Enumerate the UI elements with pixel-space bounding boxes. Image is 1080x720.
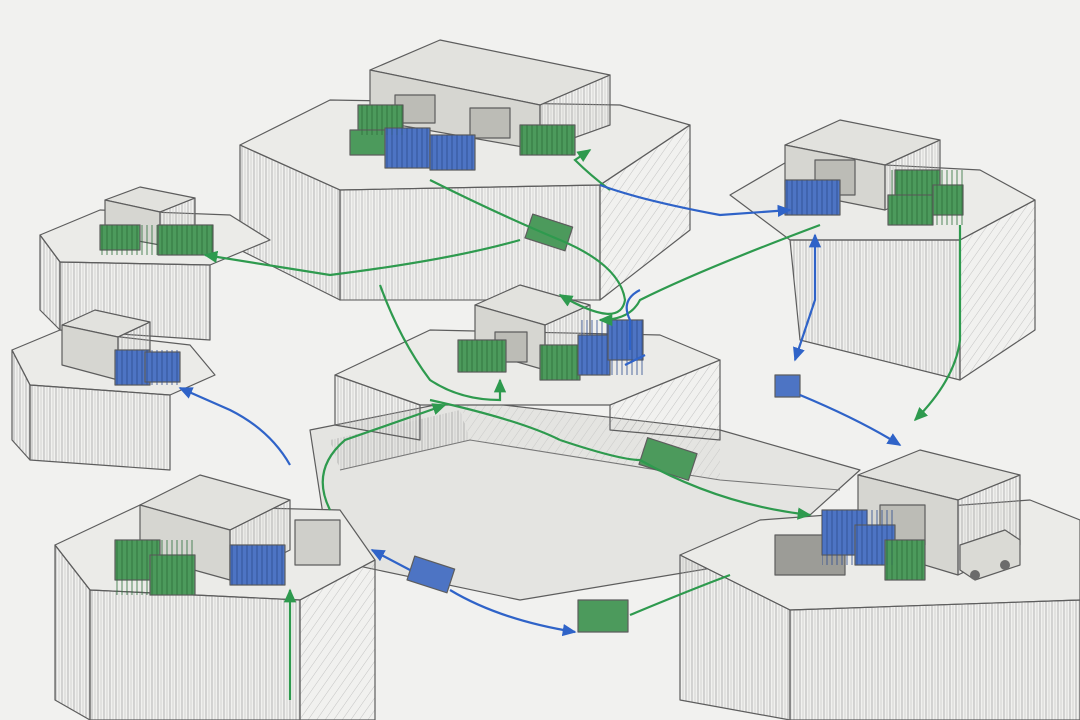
shipping-container-icon [774, 374, 801, 398]
route-arrow-icon [378, 284, 507, 402]
route-arrow-icon [178, 386, 291, 466]
route-arrow-icon [799, 393, 902, 446]
container-stack-top-right [784, 169, 964, 226]
route-arrow-icon [449, 589, 577, 637]
shipping-container-icon [294, 519, 341, 566]
route-arrow-icon [370, 549, 411, 571]
route-arrow-icon [429, 398, 561, 441]
route-arrow-icon [629, 573, 731, 617]
container-stack-left-top [99, 224, 214, 256]
route-arrow-icon [599, 183, 792, 218]
route-arrow-icon [203, 238, 521, 277]
route-arrow-icon [625, 289, 641, 350]
route-arrow-icon [321, 403, 447, 511]
route-arrow-icon [598, 223, 821, 327]
shipping-container-icon [406, 555, 456, 594]
container-stack-center [457, 319, 644, 381]
container-stack-bottom-right [774, 509, 926, 581]
route-arrow-icon [913, 225, 962, 422]
container-stack-top [349, 104, 576, 171]
route-arrow-icon [429, 179, 627, 315]
container-stack-left-mid [114, 349, 181, 386]
route-arrow-icon [639, 459, 812, 520]
container-stack-bottom-left [114, 519, 341, 596]
route-arrow-icon [559, 438, 641, 462]
shipping-container-icon [577, 599, 629, 633]
route-arrow-icon [793, 233, 822, 362]
blue-routes [178, 183, 902, 637]
route-arrow-icon [624, 354, 646, 366]
delivery-truck-icon [959, 529, 1021, 581]
